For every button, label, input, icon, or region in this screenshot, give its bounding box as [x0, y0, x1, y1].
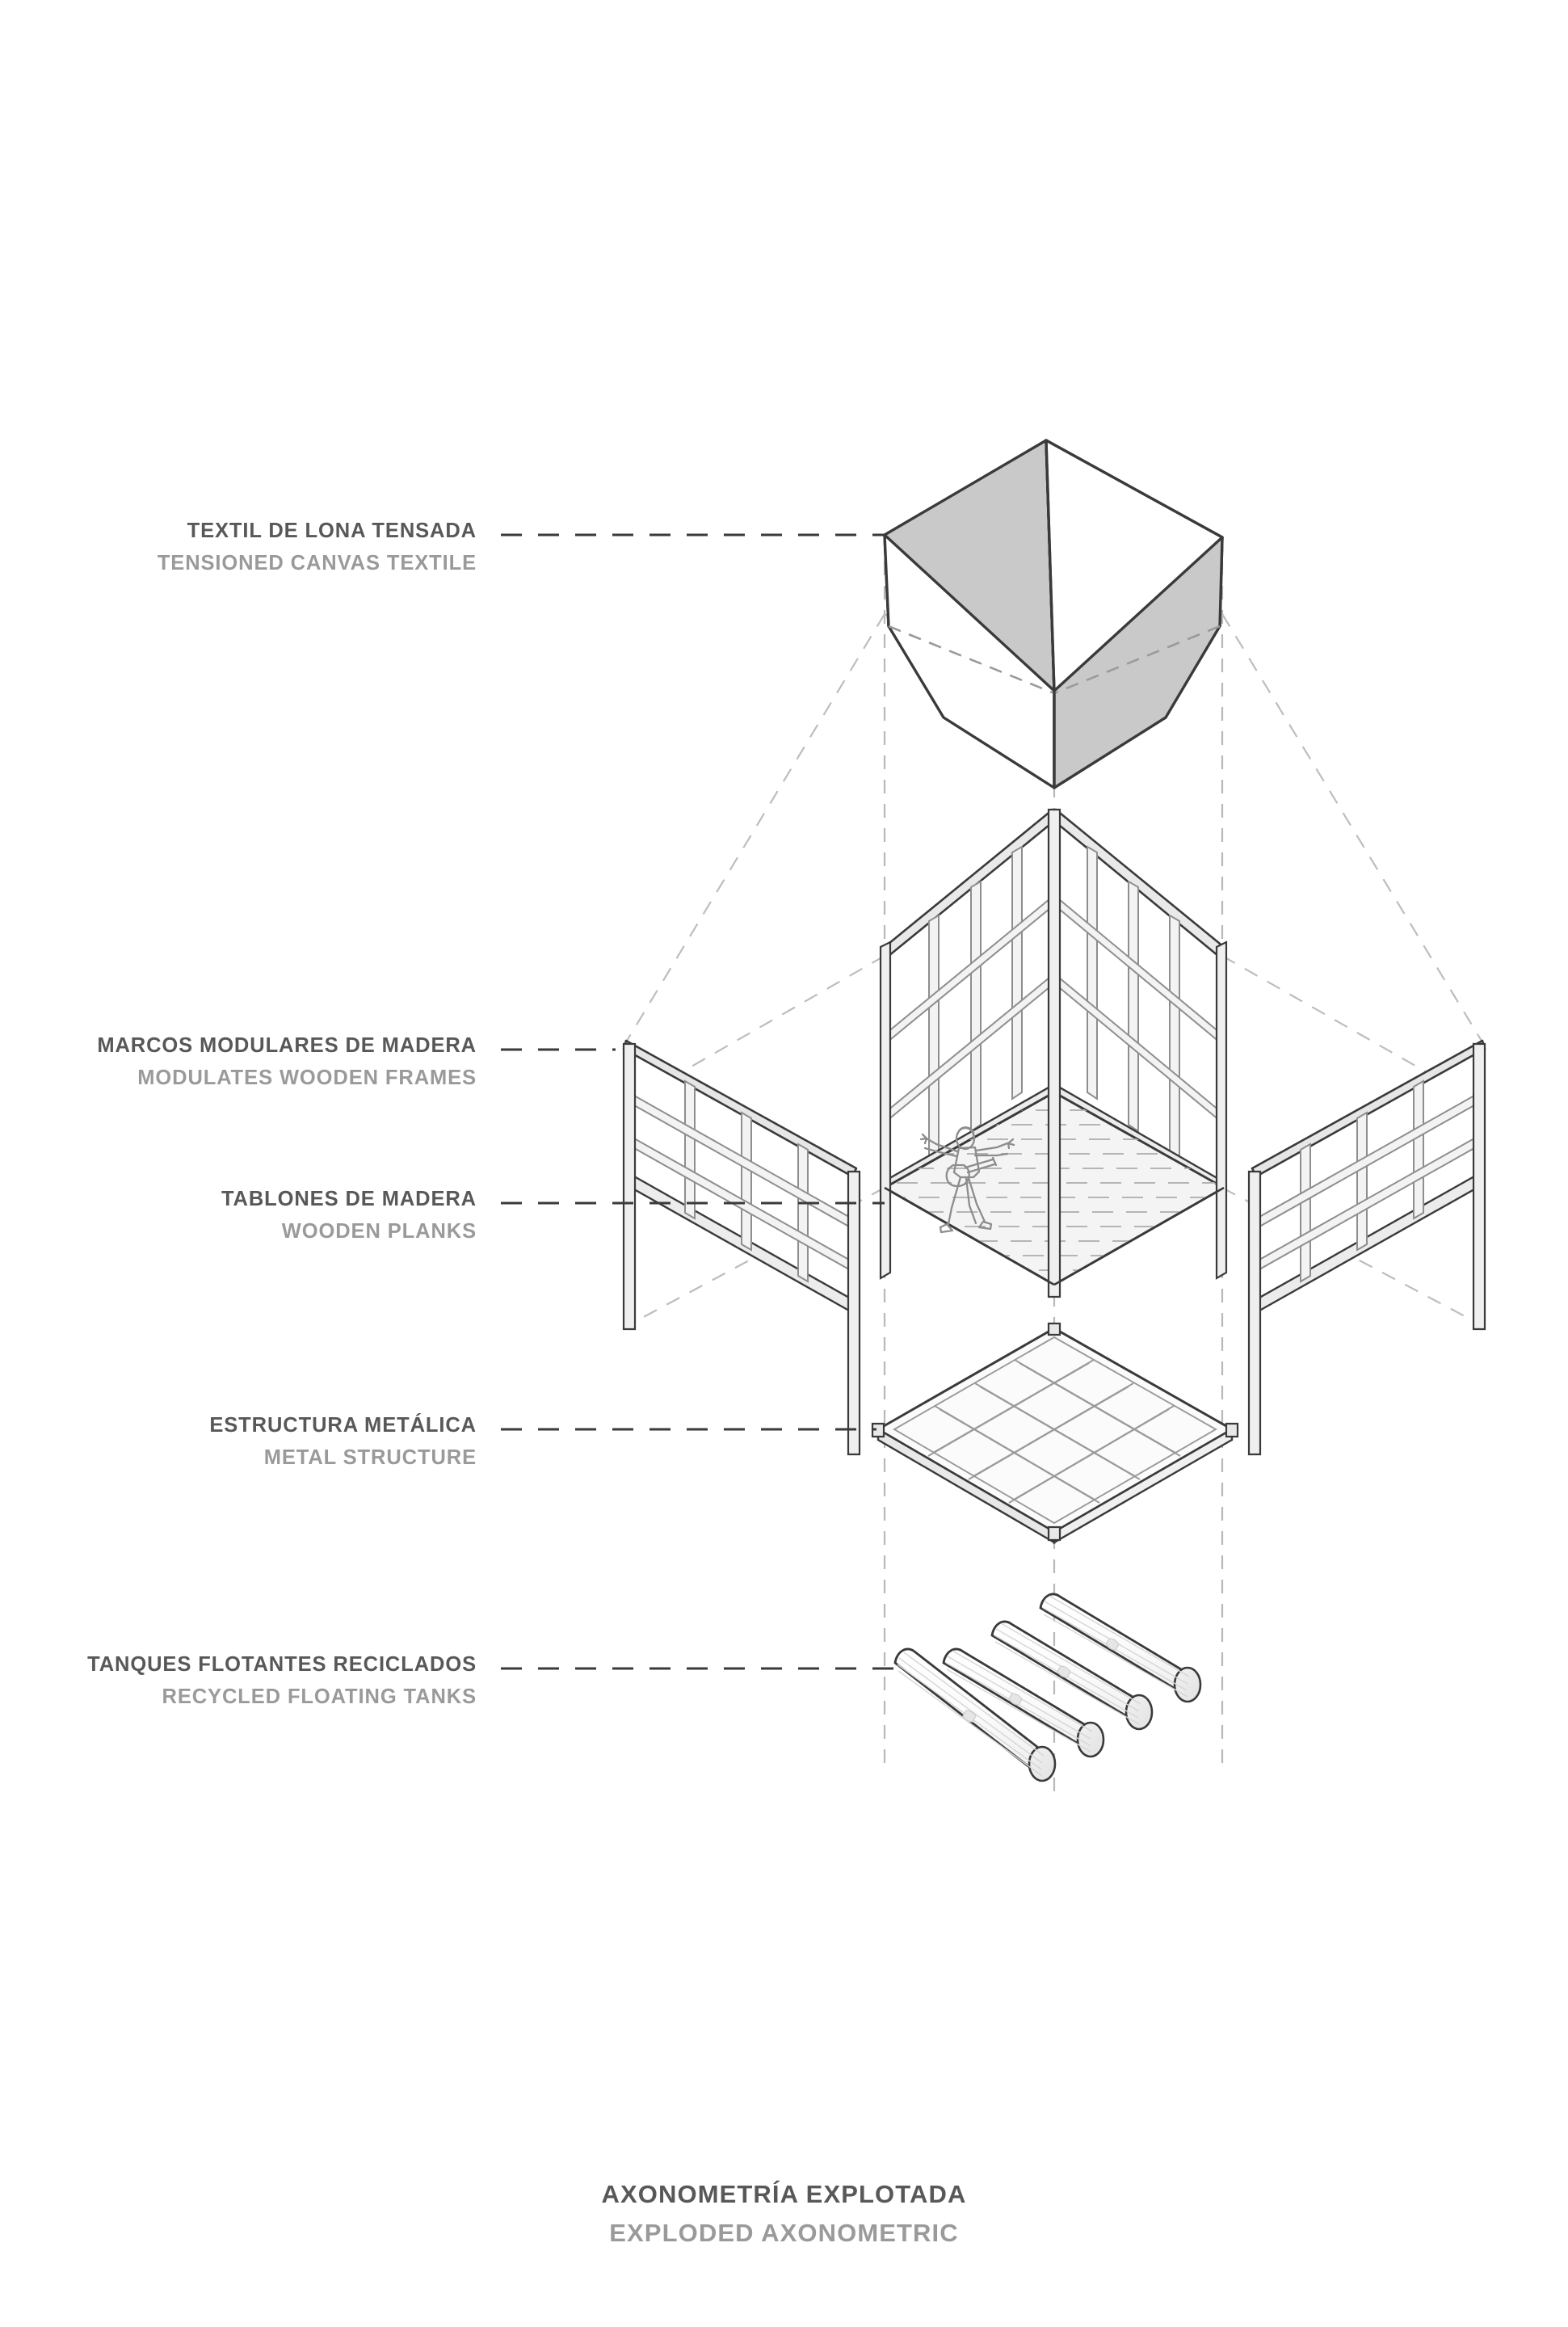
callout-planks: TABLONES DE MADERA WOODEN PLANKS	[221, 1189, 477, 1242]
callout-planks-label-en: WOODEN PLANKS	[281, 1219, 477, 1243]
central-module	[879, 808, 1228, 1298]
corner-posts	[879, 808, 1228, 1298]
metal-structure-grid	[871, 1322, 1239, 1545]
tank	[1039, 1593, 1202, 1703]
callout-tanks: TANQUES FLOTANTES RECICLADOS RECYCLED FL…	[87, 1653, 477, 1708]
deck-front-beams	[884, 1186, 1225, 1286]
callout-textile: TEXTIL DE LONA TENSADA TENSIONED CANVAS …	[157, 520, 477, 574]
recycled-floating-tanks	[893, 1593, 1202, 1782]
sheet-title-es: AXONOMETRÍA EXPLOTADA	[601, 2180, 967, 2208]
callout-tanks-label-es: TANQUES FLOTANTES RECICLADOS	[87, 1653, 477, 1676]
callout-tanks-label-en: RECYCLED FLOATING TANKS	[162, 1685, 477, 1708]
callout-planks-label-es: TABLONES DE MADERA	[221, 1188, 477, 1210]
frame-panel-side-right	[1247, 1039, 1486, 1456]
callout-frames: MARCOS MODULARES DE MADERA MODULATES WOO…	[97, 1034, 477, 1089]
callout-metal: ESTRUCTURA METÁLICA METAL STRUCTURE	[209, 1414, 477, 1469]
sheet-title-en: EXPLODED AXONOMETRIC	[609, 2219, 959, 2247]
tensioned-canvas-canopy	[883, 439, 1224, 789]
frame-panel-back-left	[883, 808, 1060, 1197]
callout-textile-label-en: TENSIONED CANVAS TEXTILE	[157, 551, 477, 574]
callout-frames-label-en: MODULATES WOODEN FRAMES	[137, 1066, 477, 1089]
tank	[990, 1620, 1154, 1731]
frame-panel-side-left	[622, 1039, 861, 1456]
callout-metal-label-en: METAL STRUCTURE	[263, 1445, 477, 1469]
callout-frames-label-es: MARCOS MODULARES DE MADERA	[97, 1034, 477, 1057]
callout-metal-label-es: ESTRUCTURA METÁLICA	[209, 1414, 477, 1437]
tank	[893, 1647, 1057, 1782]
human-figure-guitarist	[919, 1126, 1015, 1234]
callout-textile-label-es: TEXTIL DE LONA TENSADA	[187, 520, 477, 542]
tank	[942, 1647, 1105, 1758]
frame-panel-back-right	[1049, 808, 1225, 1197]
callout-leader-lines	[501, 533, 895, 1670]
sheet-title: AXONOMETRÍA EXPLOTADA EXPLODED AXONOMETR…	[0, 2182, 1568, 2245]
